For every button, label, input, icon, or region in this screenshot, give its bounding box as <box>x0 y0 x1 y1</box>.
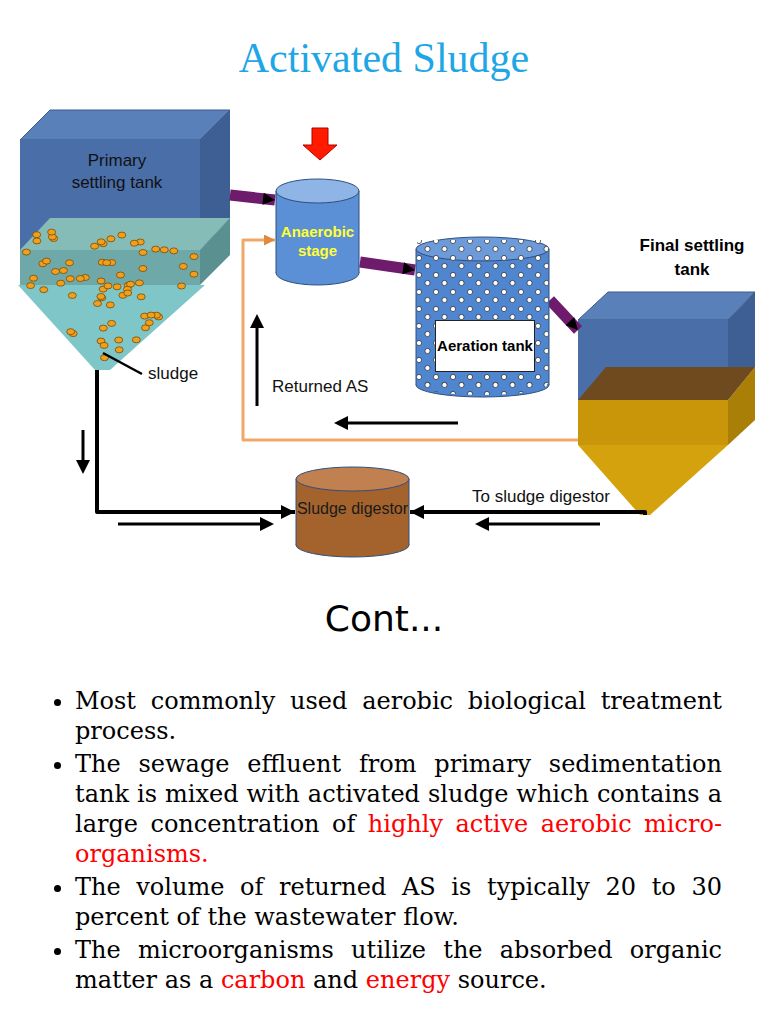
sludge-particle <box>103 260 111 266</box>
sludge-particle <box>97 278 105 284</box>
section-heading: Cont... <box>0 598 768 639</box>
flow-pipe <box>550 300 578 330</box>
diagram-title: Activated Sludge <box>0 34 768 82</box>
sludge-particle <box>160 247 168 253</box>
node-label: Anaerobic stage <box>275 223 360 261</box>
sludge-particle <box>115 347 123 353</box>
sludge-particle <box>179 263 187 269</box>
edge-label: Returned AS <box>270 377 370 397</box>
part-label: sludge <box>146 364 200 384</box>
sludge-particle <box>66 260 74 266</box>
sludge-particle <box>107 236 115 242</box>
sludge-particle <box>145 320 153 326</box>
sludge-particle <box>135 280 143 286</box>
anaerobic-stage: Anaerobic stage <box>275 178 360 286</box>
edge-label: To sludge digestor <box>470 487 612 507</box>
bullet-text: and <box>313 966 358 994</box>
sludge-particle <box>97 239 105 245</box>
sludge-particle <box>30 275 38 281</box>
final-tank-body <box>578 292 755 515</box>
bullet-item: The sewage effluent from primary sedimen… <box>75 749 722 869</box>
node-label: Final settling tank <box>632 234 752 282</box>
sludge-particle <box>106 302 114 308</box>
sludge-particle <box>57 280 65 286</box>
sludge-particle <box>118 232 126 238</box>
sludge-particle <box>91 243 99 249</box>
final-settling-tank: Final settling tank <box>578 232 763 515</box>
cylinder-shape <box>415 236 550 398</box>
highlight-text: carbon <box>221 966 306 994</box>
flow-line <box>97 370 295 512</box>
sludge-particle <box>104 283 112 289</box>
sludge-particle <box>147 312 155 318</box>
sludge-particle <box>48 229 56 235</box>
node-label: Sludge digestor <box>295 499 410 520</box>
flow-pipe <box>230 195 275 200</box>
flow-line <box>410 512 645 515</box>
bullet-list: Most commonly used aerobic biological tr… <box>45 686 722 998</box>
sludge-particle <box>43 258 51 264</box>
sludge-particle <box>170 248 178 254</box>
sludge-particle <box>115 337 123 343</box>
aeration-tank: Aeration tank <box>415 236 550 398</box>
sludge-particle <box>33 238 41 244</box>
bullet-text: Most commonly used aerobic biological tr… <box>75 687 722 745</box>
node-label: Primary settling tank <box>67 150 167 194</box>
sludge-particle <box>190 254 198 260</box>
sludge-particle <box>117 272 125 278</box>
bullet-item: The microorganisms utilize the absorbed … <box>75 935 722 995</box>
sludge-particle <box>137 294 145 300</box>
sludge-particle <box>97 294 105 300</box>
bullet-text: The volume of returned AS is typically 2… <box>75 873 722 931</box>
leader-line <box>103 353 142 374</box>
sludge-particle <box>178 283 186 289</box>
node-label: Aeration tank <box>435 320 535 372</box>
highlight-text: energy <box>366 966 450 994</box>
sludge-particle <box>60 268 68 274</box>
input-arrow <box>303 128 337 160</box>
sludge-particle <box>22 249 30 255</box>
sludge-particle <box>113 284 121 290</box>
sludge-particle <box>67 329 75 335</box>
sludge-particle <box>52 269 60 275</box>
sludge-particle <box>94 301 102 307</box>
sludge-particle <box>100 342 108 348</box>
sludge-particle <box>99 325 107 331</box>
bullet-item: Most commonly used aerobic biological tr… <box>75 686 722 746</box>
sludge-particle <box>139 266 147 272</box>
sludge-particle <box>139 250 147 256</box>
sludge-particle <box>33 232 41 238</box>
sludge-particle <box>40 287 48 293</box>
primary-tank-body <box>18 110 230 370</box>
flow-pipe <box>360 262 415 270</box>
sludge-particle <box>190 271 198 277</box>
sludge-particle <box>27 283 35 289</box>
sludge-particle <box>66 276 74 282</box>
sludge-particle <box>152 246 160 252</box>
sludge-particle <box>132 337 140 343</box>
primary-settling-tank: Primary settling tank <box>18 110 230 370</box>
sludge-digestor: Sludge digestor <box>295 466 410 558</box>
sludge-particle <box>108 320 116 326</box>
sludge-particle <box>76 276 84 282</box>
bullet-item: The volume of returned AS is typically 2… <box>75 872 722 932</box>
sludge-particle <box>68 293 76 299</box>
bullet-text: source. <box>458 966 547 994</box>
sludge-particle <box>124 290 132 296</box>
sludge-particle <box>130 240 138 246</box>
